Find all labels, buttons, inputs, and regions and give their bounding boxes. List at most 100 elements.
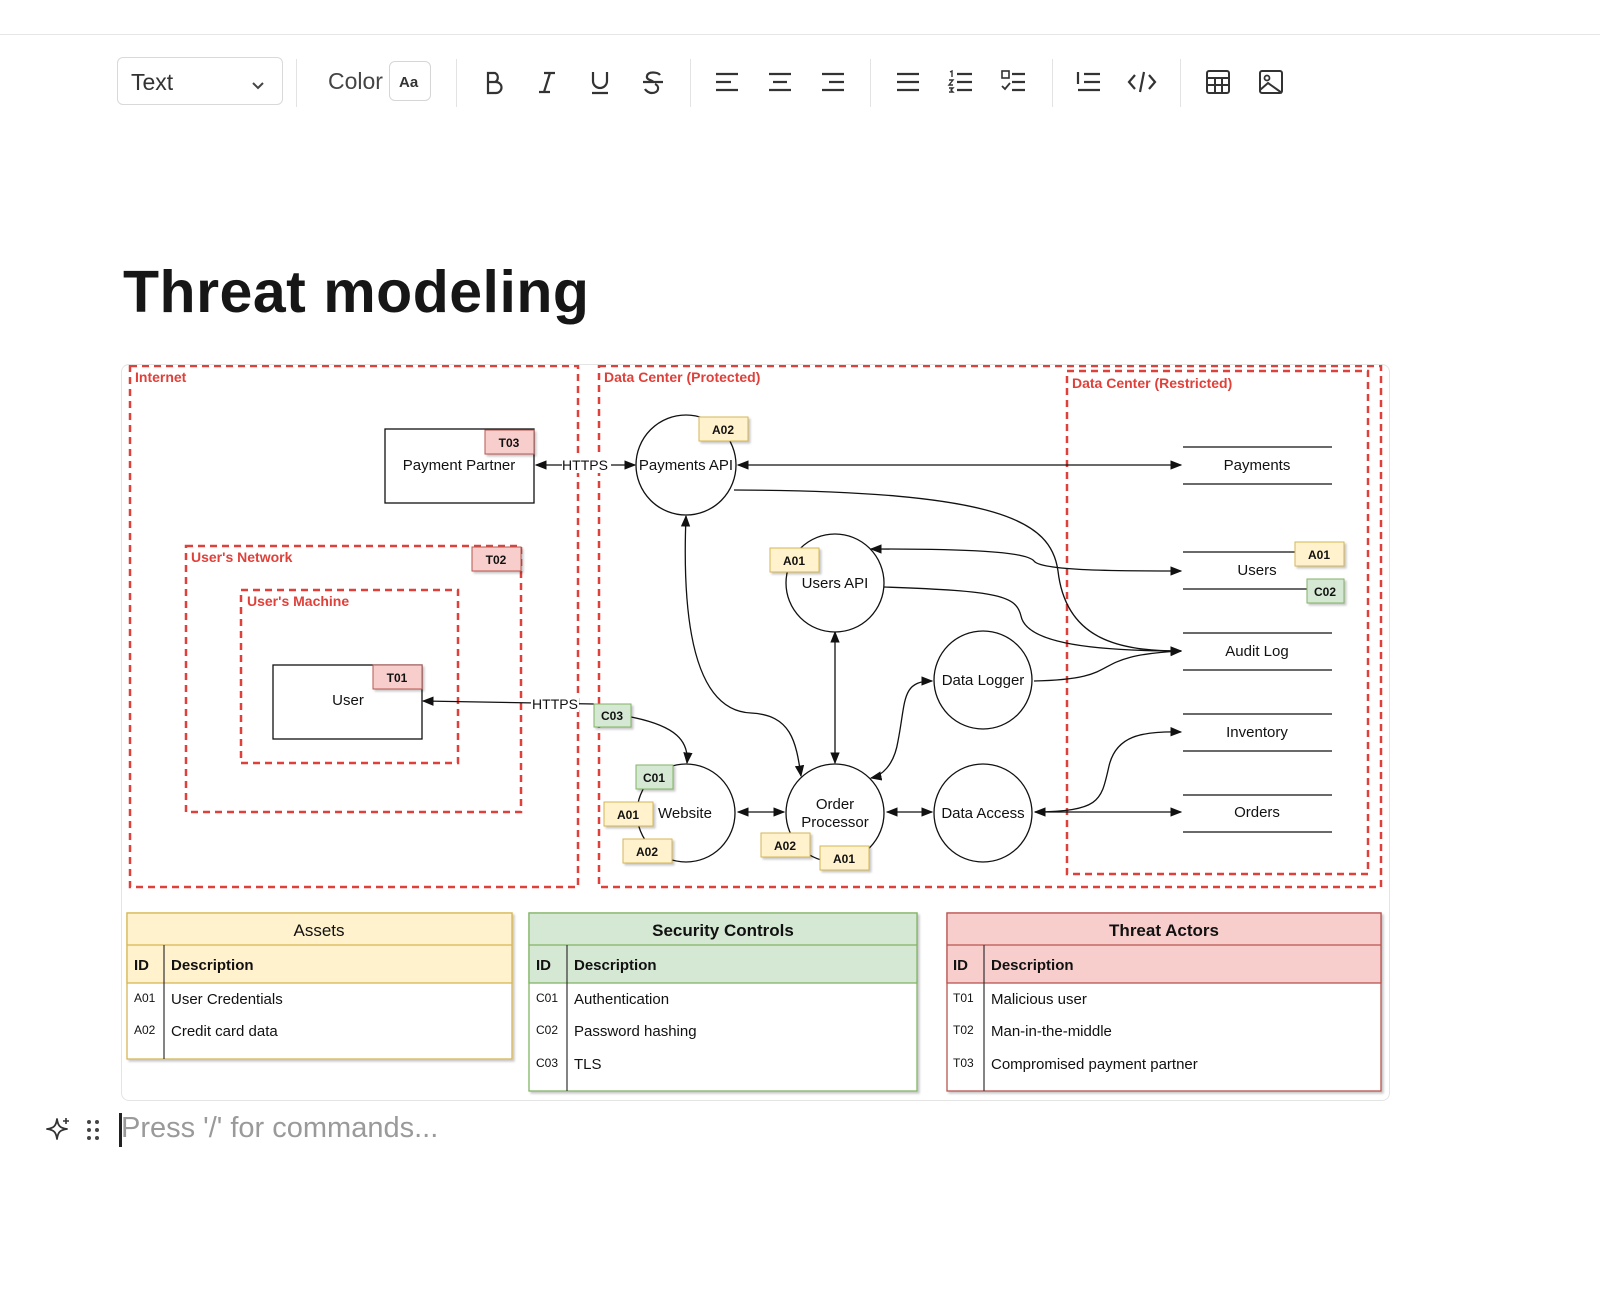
tag-c03: C03 [593,703,632,728]
threats-row-description: Man-in-the-middle [991,1023,1112,1040]
checklist-button[interactable] [997,65,1031,99]
tag-a02-payments-api: A02 [698,416,749,442]
image-button[interactable] [1254,65,1288,99]
block-type-dropdown[interactable]: Text [117,57,283,105]
align-center-button[interactable] [763,65,797,99]
page-title: Threat modeling [123,259,590,325]
zone-label-users-network: User's Network [191,549,293,565]
store-orders-lines [1183,794,1332,833]
code-button[interactable] [1125,65,1159,99]
edge-https-website [630,716,693,765]
label-order-line-2: Processor [801,814,869,831]
underline-icon [591,72,609,95]
threats-table: Threat Actors ID Description T01 Malicio… [946,912,1382,1092]
toolbar-separator [456,59,457,107]
numbered-list-button[interactable] [944,65,978,99]
tag-a01-order: A01 [819,845,870,871]
store-users: Users [1237,562,1276,579]
italic-button[interactable] [530,65,564,99]
svg-text:T01: T01 [387,671,408,685]
threats-row-id: T02 [953,1023,974,1037]
block-type-label: Text [131,69,174,95]
svg-text:T02: T02 [486,553,507,567]
threats-header-id: ID [953,957,968,974]
tag-a01-users-api: A01 [769,547,820,573]
tag-c02-users: C02 [1306,578,1345,604]
table-icon [1206,70,1230,94]
controls-table: Security Controls ID Description C01 Aut… [528,912,918,1092]
edge-data-access-inventory [1034,727,1183,813]
code-icon [1127,71,1157,93]
controls-row-id: C01 [536,991,558,1005]
store-inventory: Inventory [1226,724,1288,741]
threat-model-diagram[interactable]: Internet Data Center (Protected) Data Ce… [121,364,1390,1101]
controls-row-description: Authentication [574,991,669,1008]
align-left-icon [716,72,738,92]
label-website: Website [658,805,712,822]
svg-text:A01: A01 [617,808,639,822]
store-inventory-lines [1183,713,1332,752]
sparkle-icon[interactable] [46,1116,72,1147]
drag-handle-icon[interactable] [84,1118,102,1147]
edge-logger-audit [1033,646,1183,682]
align-right-button[interactable] [816,65,850,99]
threats-row-id: T01 [953,991,974,1005]
edge-users-api-users [869,544,1183,576]
controls-header-id: ID [536,957,551,974]
assets-header-description: Description [171,957,254,974]
store-payments: Payments [1224,457,1291,474]
svg-text:C03: C03 [601,709,623,723]
assets-header-id: ID [134,957,149,974]
svg-text:T03: T03 [499,436,520,450]
text-cursor [119,1113,122,1147]
align-center-icon [769,72,791,92]
edge-logger-order [869,676,934,781]
svg-text:A02: A02 [636,845,658,859]
threats-row-description: Malicious user [991,991,1087,1008]
zone-label-protected: Data Center (Protected) [604,369,760,385]
svg-text:A02: A02 [774,839,796,853]
assets-title: Assets [293,921,344,940]
controls-row-description: TLS [574,1056,602,1073]
zone-protected: Data Center (Protected) [597,365,1383,889]
align-right-icon [822,72,844,92]
controls-header-description: Description [574,957,657,974]
bullet-list-button[interactable] [891,65,925,99]
svg-text:A01: A01 [783,554,805,568]
controls-row-description: Password hashing [574,1023,697,1040]
store-audit-lines [1183,632,1332,671]
zone-users-network: User's Network [184,544,523,814]
numbered-list-icon [947,69,972,93]
edge-label-https-2: HTTPS [532,696,578,712]
svg-text:A01: A01 [1308,548,1330,562]
svg-text:C01: C01 [643,771,665,785]
tag-a02-order: A02 [760,832,811,858]
label-order-line-1: Order [816,796,854,813]
toolbar-separator [296,59,297,107]
label-users-api: Users API [802,575,869,592]
underline-button[interactable] [583,65,617,99]
svg-text:A01: A01 [833,852,855,866]
checklist-icon [1001,70,1025,92]
tag-t02: T02 [471,546,522,572]
align-left-button[interactable] [710,65,744,99]
text-color-icon: Aa [399,74,419,91]
threats-title: Threat Actors [1109,921,1219,940]
zone-users-machine: User's Machine [239,588,460,765]
italic-icon [539,71,555,94]
node-data-access [933,763,1033,863]
command-prompt-input[interactable]: Press '/' for commands... [121,1112,439,1144]
table-button[interactable] [1201,65,1235,99]
assets-table: Assets ID Description A01 User Credentia… [126,912,513,1060]
https-label-bg [531,696,579,712]
assets-row-description: Credit card data [171,1023,278,1040]
toolbar-separator [690,59,691,107]
color-label[interactable]: Color [328,68,383,94]
threats-row-id: T03 [953,1056,974,1070]
zone-internet: Internet [128,365,580,889]
bold-button[interactable] [477,65,511,99]
indent-button[interactable] [1072,65,1106,99]
label-payments-api: Payments API [639,457,733,474]
text-color-button[interactable]: Aa [389,61,431,101]
strikethrough-button[interactable] [636,65,670,99]
